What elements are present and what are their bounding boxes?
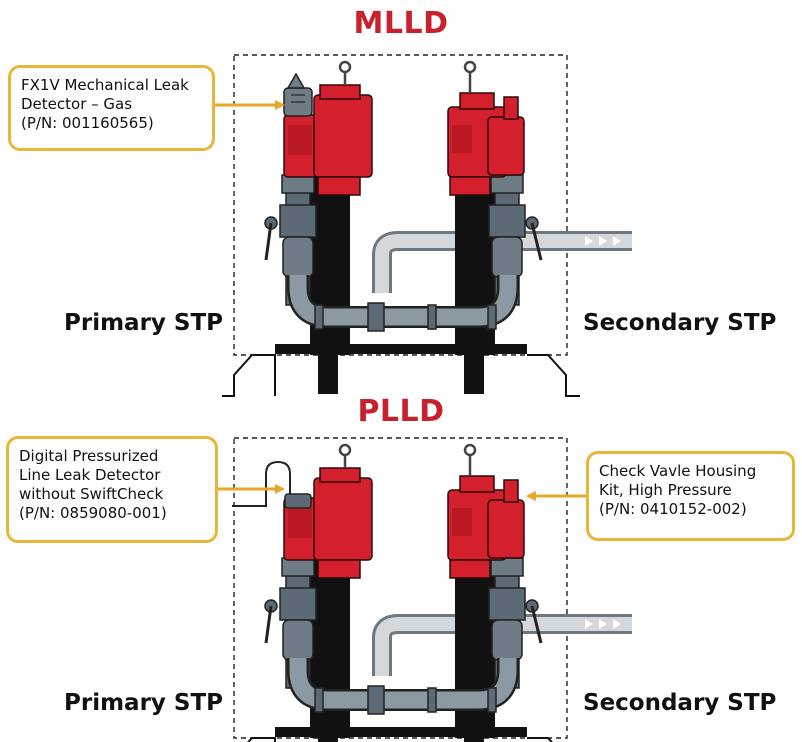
plld-assembly-drawing (222, 438, 632, 742)
mlld-secondary-stp-label: Secondary STP (583, 310, 777, 336)
mlld-callout-line-3: (P/N: 001160565) (21, 114, 154, 132)
plld-callout-right: Check Vavle Housing Kit, High Pressure (… (586, 451, 795, 541)
mlld-callout-line-1: FX1V Mechanical Leak (21, 76, 189, 94)
plld-callout-left-line-1: Digital Pressurized (19, 447, 159, 465)
fx1v-leak-detector-drawing (283, 72, 313, 117)
plld-callout-right-line-1: Check Vavle Housing (599, 462, 757, 480)
mlld-callout: FX1V Mechanical Leak Detector – Gas (P/N… (8, 65, 215, 151)
plld-callout-left-line-2: Line Leak Detector (19, 466, 161, 484)
plld-callout-left-line-4: (P/N: 0859080-001) (19, 504, 167, 522)
mlld-callout-line-2: Detector – Gas (21, 95, 133, 113)
plld-sensor-drawing (232, 460, 312, 509)
plld-callout-right-line-3: (P/N: 0410152-002) (599, 500, 747, 518)
plld-title: PLLD (357, 394, 445, 429)
plld-callout-right-line-2: Kit, High Pressure (599, 481, 732, 499)
plld-callout-left-line-3: without SwiftCheck (19, 485, 164, 503)
mlld-title: MLLD (353, 6, 449, 41)
plld-primary-stp-label: Primary STP (64, 690, 224, 716)
plld-secondary-stp-label: Secondary STP (583, 690, 777, 716)
plld-callout-left: Digital Pressurized Line Leak Detector w… (6, 436, 218, 543)
mlld-primary-stp-label: Primary STP (64, 310, 224, 336)
